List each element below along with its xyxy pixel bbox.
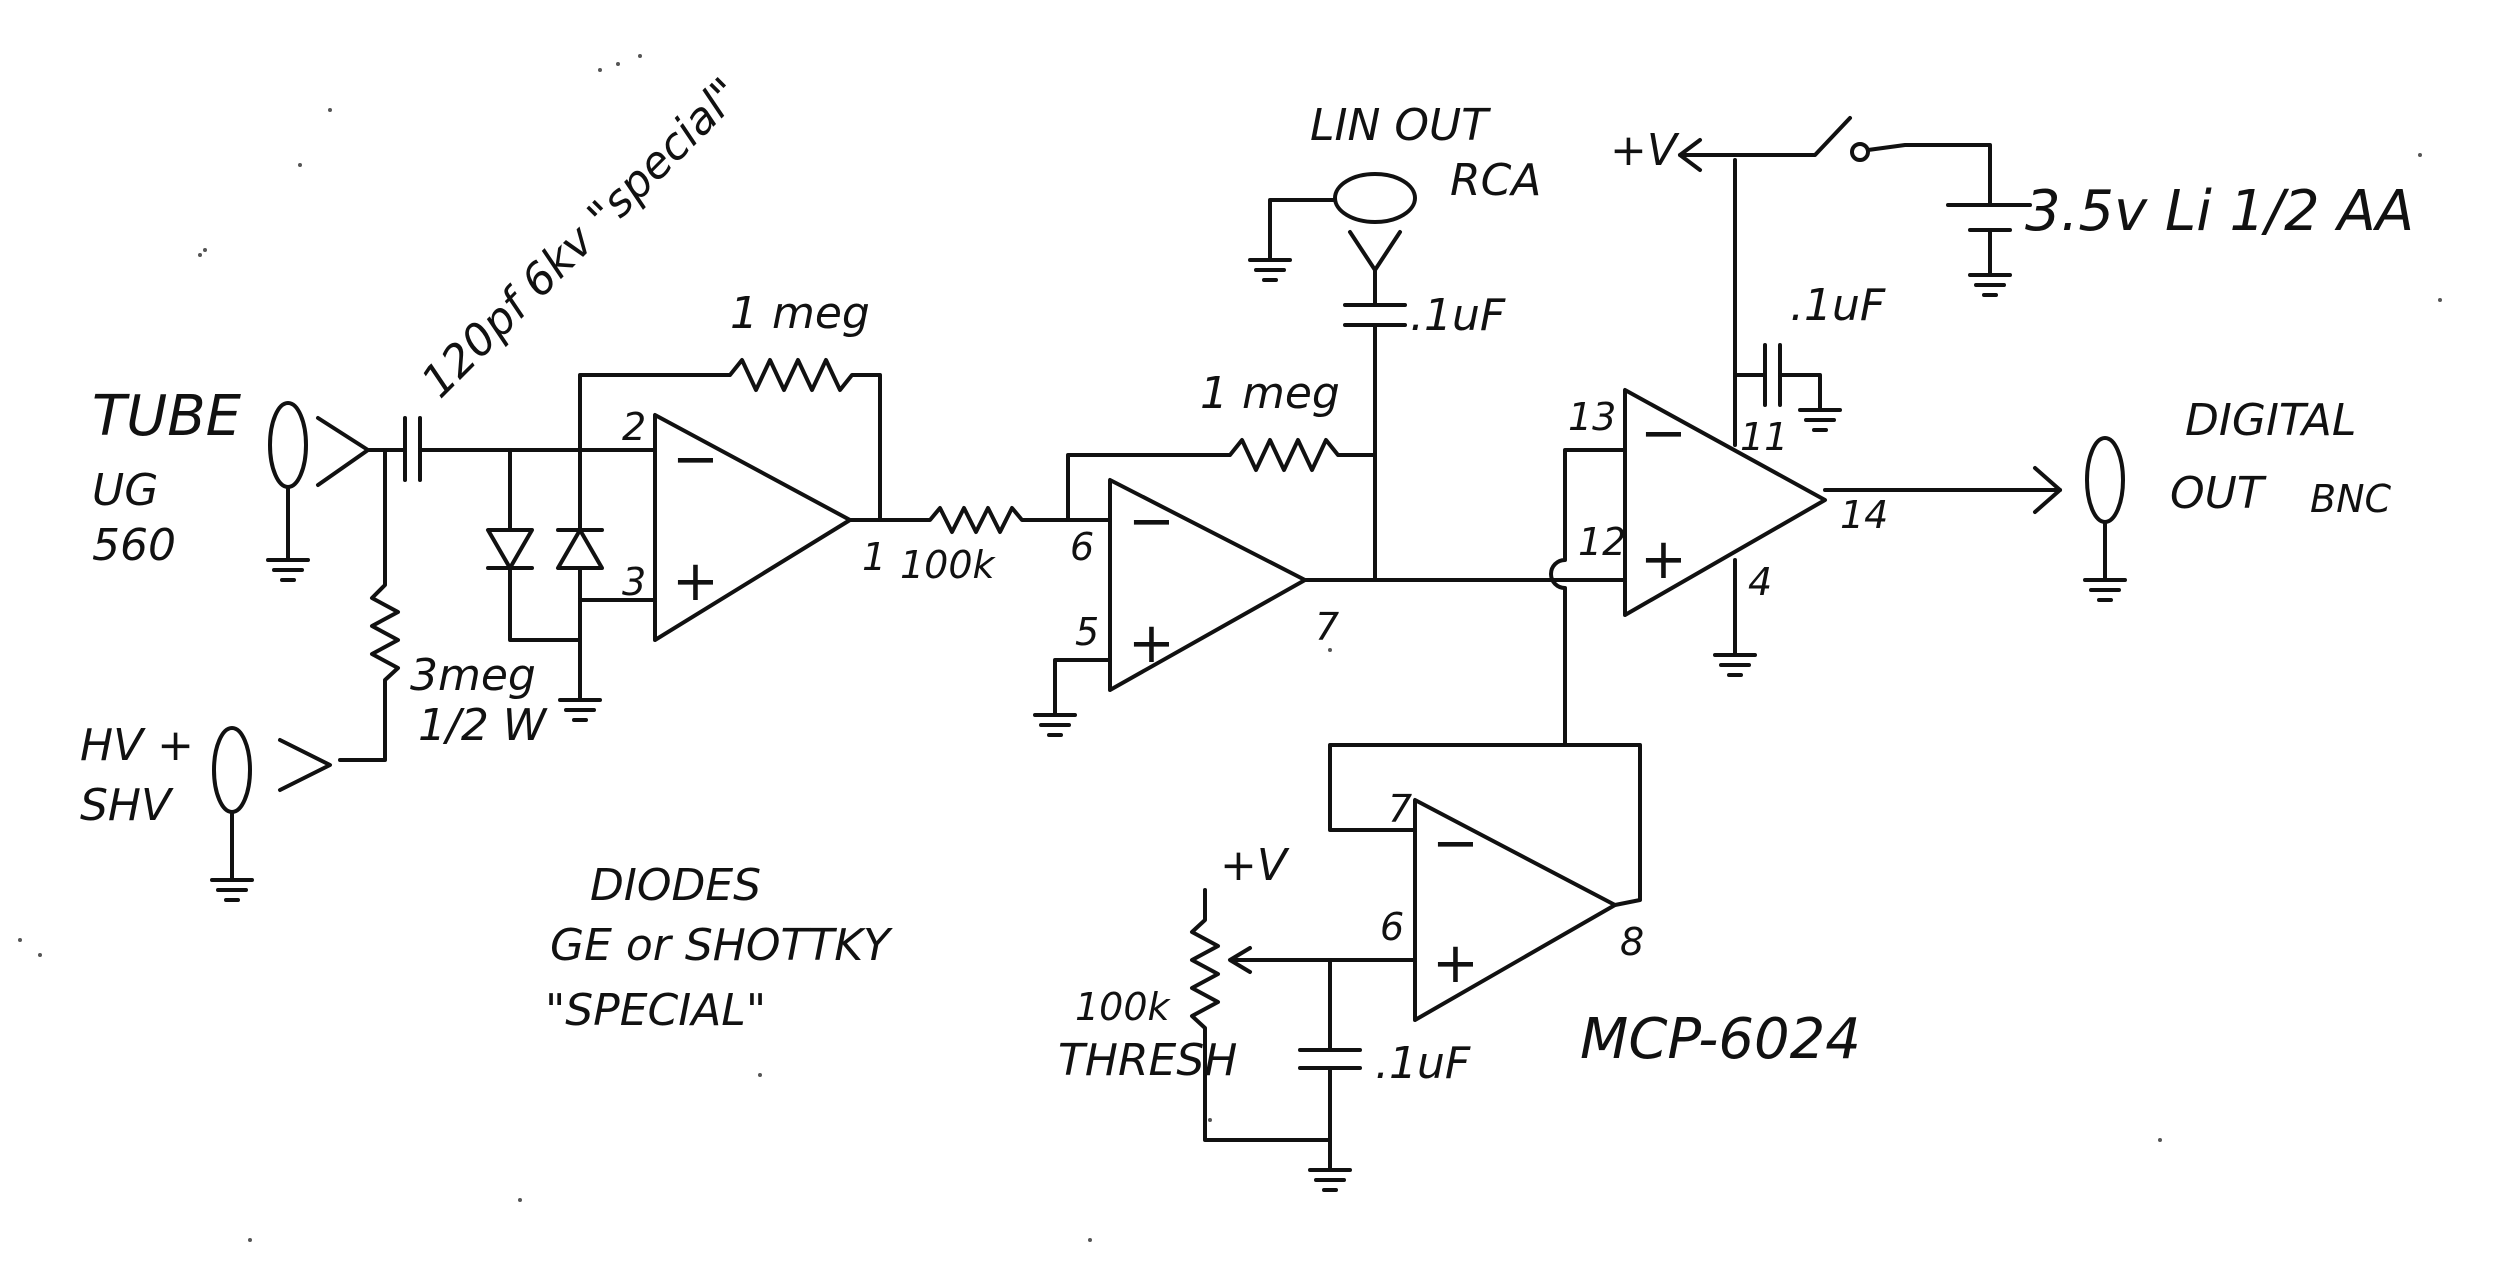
pot-name-label: THRESH: [1058, 1035, 1237, 1086]
opamp-u2: [1108, 478, 1307, 692]
lin-out-label-2: RCA: [1450, 155, 1541, 206]
u2-feedback-resistor: [1066, 418, 1377, 582]
u1-pin-out: 1: [862, 535, 886, 579]
u4-feedback-wire: [1328, 743, 1642, 907]
u3-supply: [1678, 116, 1992, 447]
digital-out-label: DIGITAL: [2185, 395, 2356, 446]
lin-out-label: LIN OUT: [1310, 100, 1491, 151]
u1-feedback-label: 1 meg: [730, 288, 870, 339]
u2-noninv-ground: [1033, 658, 1112, 737]
diodes-note-3: "SPECIAL": [545, 985, 766, 1036]
lin-out-cap-label: .1uF: [1410, 290, 1506, 341]
u4-pin-noninv: 6: [1380, 905, 1404, 949]
battery: [1946, 203, 2032, 297]
u2-minus: −: [1128, 489, 1175, 554]
pot-value-label: 100k: [1075, 985, 1172, 1029]
u4-minus: −: [1432, 811, 1479, 876]
u4-pin-out: 8: [1620, 920, 1644, 964]
digital-out-label-2: OUT: [2170, 468, 2267, 519]
u4-pin-inv: 7: [1388, 787, 1412, 831]
lin-out-rca-connector: [1248, 172, 1417, 282]
opamp-u1: [653, 413, 852, 642]
digital-out-bnc-connector: [1823, 436, 2127, 602]
bias-resistor-power: 1/2 W: [418, 700, 548, 751]
diodes-note-2: GE or SHOTTKY: [550, 920, 893, 971]
u1-pin-noninv: 3: [622, 560, 646, 604]
u3-supply-label: +V: [1610, 125, 1680, 176]
series-resistor: [878, 506, 1112, 534]
decoupling-cap-label: .1uF: [1790, 280, 1886, 331]
protection-diodes: [486, 448, 604, 722]
threshold-potentiometer: [1190, 888, 1417, 1142]
u1-plus: +: [672, 549, 719, 614]
threshold-cap-label: .1uF: [1375, 1038, 1471, 1089]
digital-out-label-3: BNC: [2310, 477, 2391, 521]
pot-supply-label: +V: [1220, 840, 1290, 891]
u3-minus: −: [1640, 401, 1687, 466]
tube-connector: [266, 401, 370, 582]
u3-pin-noninv: 12: [1578, 520, 1626, 564]
battery-label: 3.5v Li 1/2 AA: [2025, 179, 2414, 244]
u2-plus: +: [1128, 611, 1175, 676]
input-capacitor: [403, 416, 422, 482]
u1-feedback-resistor: [578, 358, 882, 522]
hv-connector: [210, 726, 332, 902]
u2-pin-out: 7: [1315, 605, 1339, 649]
u3-pin-vss: 4: [1748, 560, 1772, 604]
bias-resistor: [338, 448, 400, 762]
series-resistor-label: 100k: [900, 543, 997, 587]
u2-feedback-label: 1 meg: [1200, 368, 1340, 419]
u3-ground: [1713, 558, 1757, 677]
hv-label-2: SHV: [80, 780, 174, 831]
u4-plus: +: [1432, 931, 1479, 996]
u3-plus: +: [1640, 527, 1687, 592]
tube-label: TUBE: [92, 384, 242, 449]
tube-label-2: UG: [92, 465, 158, 516]
threshold-capacitor: [1298, 958, 1362, 1192]
hv-label: HV +: [80, 720, 194, 771]
u3-pin-out: 14: [1840, 493, 1888, 537]
u3-inv-wire: [1549, 448, 1627, 747]
u1-pin-inv: 2: [622, 405, 646, 449]
scan-specks: [18, 54, 2442, 1242]
lin-out-capacitor: [1343, 230, 1407, 422]
u2-pin-noninv: 5: [1075, 610, 1099, 654]
u3-pin-inv: 13: [1568, 395, 1616, 439]
tube-label-3: 560: [92, 520, 176, 571]
u1-minus: −: [672, 427, 719, 492]
opamp-u4: [1413, 798, 1617, 1022]
comparator-u3: [1623, 388, 1827, 617]
decoupling-capacitor: [1733, 343, 1842, 432]
u3-pin-vdd: 11: [1740, 415, 1788, 459]
ic-part-number: MCP-6024: [1580, 1007, 1861, 1072]
bias-resistor-value: 3meg: [410, 650, 536, 701]
u2-pin-inv: 6: [1070, 525, 1094, 569]
diodes-note: DIODES: [590, 860, 761, 911]
input-cap-label: 120pf 6kv "special": [412, 68, 751, 407]
